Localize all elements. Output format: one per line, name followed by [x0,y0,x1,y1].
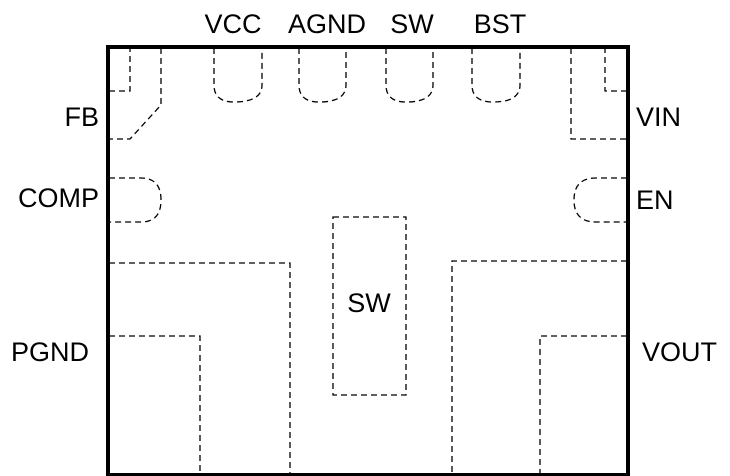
pin-label-vin: VIN [636,102,681,132]
pin-label-en: EN [636,185,674,215]
pin-label-vcc: VCC [204,9,261,39]
pad-pgnd-region [109,262,291,474]
pad-comp [109,177,162,223]
pad-vcc [213,48,263,103]
pad-bst [471,48,521,103]
pad-sw-top [385,48,434,103]
pad-fb [109,48,162,140]
pin-label-comp: COMP [18,183,99,213]
pin-label-fb: FB [64,102,99,132]
pad-agnd [298,48,347,103]
pad-vout-inner [539,335,627,474]
pin-label-bst: BST [474,9,527,39]
pad-sw-center [332,216,407,396]
pad-pgnd-inner [109,335,201,474]
pin-label-vout: VOUT [642,337,717,367]
pin-label-pgnd: PGND [11,337,89,367]
pin-label-sw-top: SW [390,9,434,39]
pad-vin [570,48,627,140]
pin-label-agnd: AGND [288,9,366,39]
pad-vout-region [451,260,627,474]
pin-label-sw-center: SW [347,288,391,318]
pad-en [573,177,627,223]
package-outline [106,45,630,476]
